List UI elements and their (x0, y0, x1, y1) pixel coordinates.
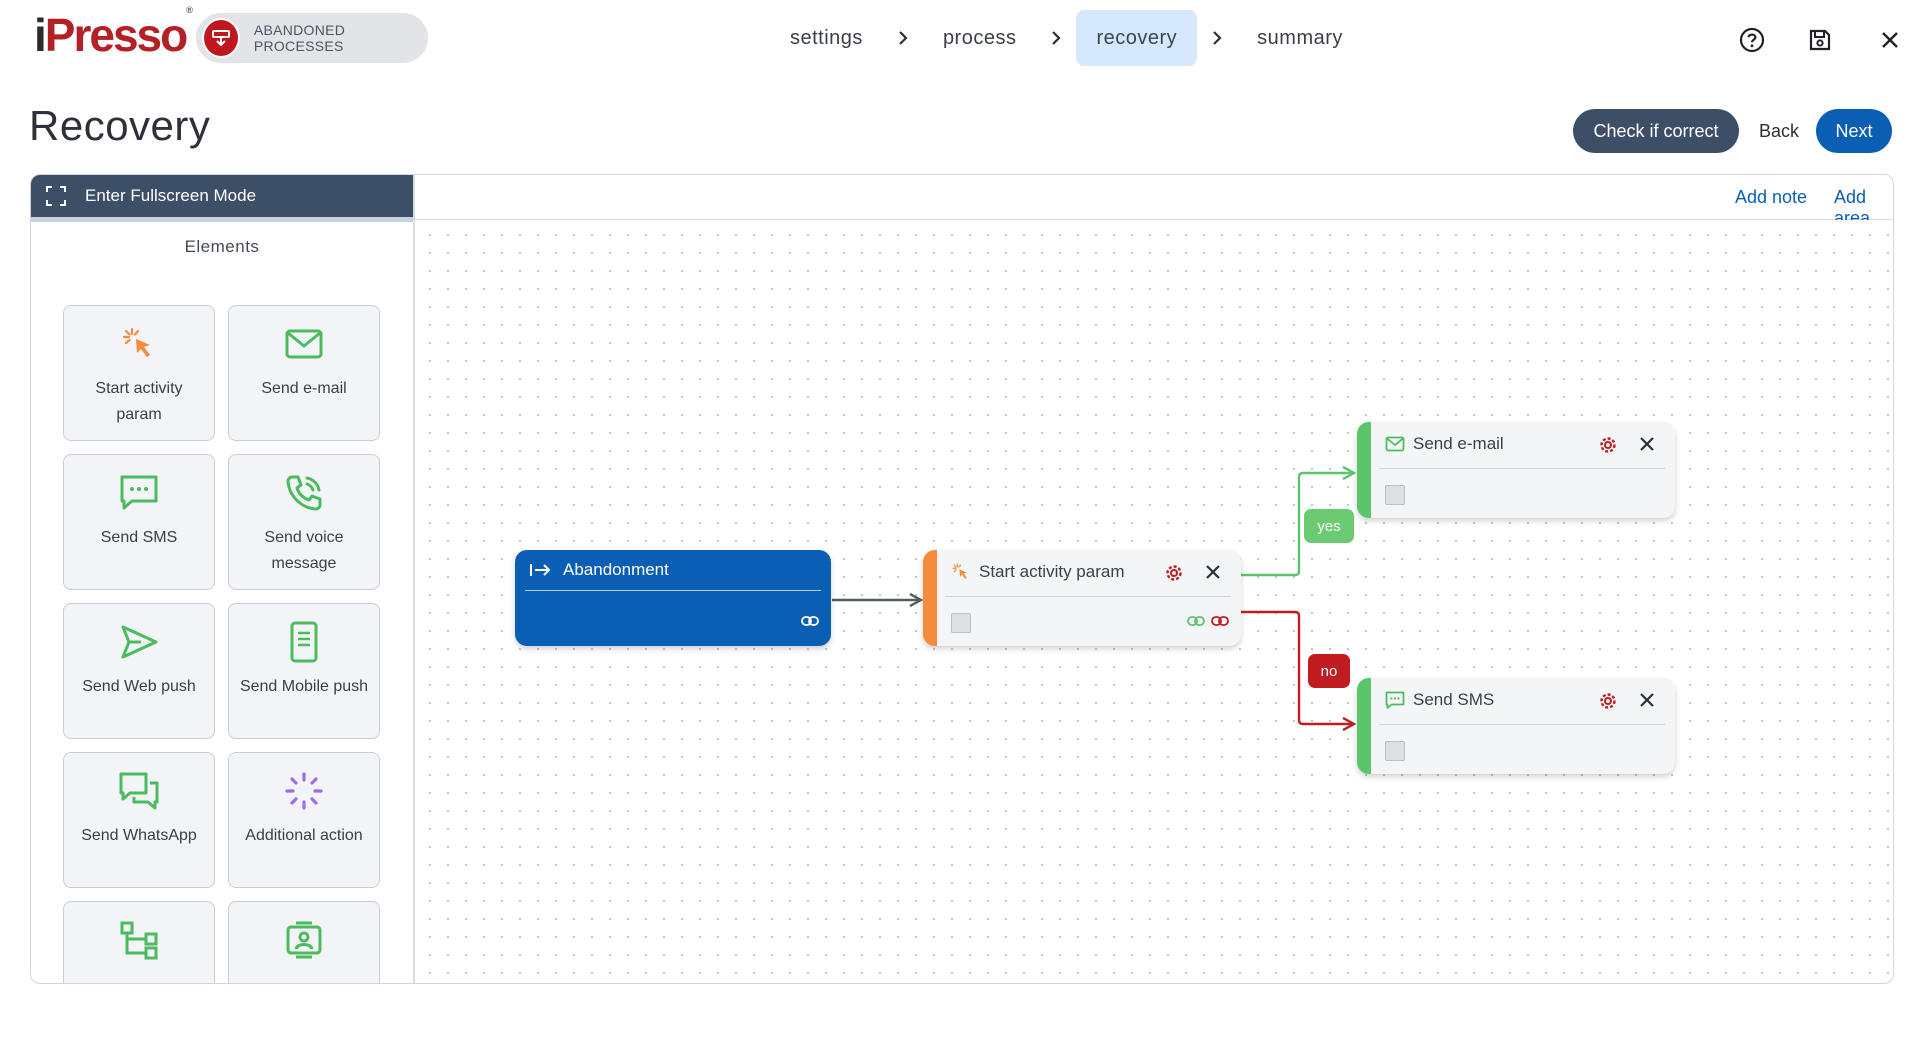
element-send-email[interactable]: Send e-mail (228, 305, 380, 441)
back-button[interactable]: Back (1758, 120, 1800, 141)
divider (945, 596, 1231, 597)
flow-icon (119, 920, 159, 960)
element-label: Additional action (245, 827, 363, 844)
page-title: Recovery (29, 102, 211, 149)
mail-icon (284, 324, 324, 364)
node-checkbox[interactable] (1385, 485, 1405, 505)
process-editor: Enter Fullscreen Mode Elements Start act… (30, 174, 1894, 984)
entry-icon (529, 562, 553, 578)
elements-heading: Elements (184, 237, 260, 256)
next-button[interactable]: Next (1816, 109, 1892, 153)
element-send-mobile-push[interactable]: Send Mobile push (228, 603, 380, 739)
gear-icon[interactable] (1597, 690, 1619, 717)
close-icon[interactable] (1639, 436, 1655, 457)
element-send-voice-message[interactable]: Send voice message (228, 454, 380, 590)
divider (525, 590, 821, 591)
save-icon[interactable] (1806, 26, 1834, 54)
step-summary[interactable]: summary (1257, 27, 1343, 49)
fullscreen-icon (45, 185, 67, 207)
chevron-right-icon (1197, 30, 1237, 46)
element-label: Send voice message (264, 529, 344, 572)
element-send-web-push[interactable]: Send Web push (63, 603, 215, 739)
element-label: Send WhatsApp (81, 827, 197, 844)
step-process[interactable]: process (942, 27, 1017, 49)
element-additional-action[interactable]: Additional action (228, 752, 380, 888)
cursor-click-icon (120, 324, 158, 364)
edge-no (1227, 610, 1353, 724)
element-label: Send SMS (100, 529, 178, 546)
chevron-right-icon (1036, 30, 1076, 46)
sms-icon (1385, 691, 1405, 710)
node-title: Send SMS (1413, 690, 1495, 709)
elements-grid: Start activity param Send e-mail (63, 305, 380, 983)
contact-icon (284, 920, 324, 960)
help-icon[interactable] (1738, 26, 1766, 54)
add-note-link[interactable]: Add note (1735, 187, 1808, 207)
node-checkbox[interactable] (951, 613, 971, 633)
chat-icon (118, 771, 160, 811)
elements-sidebar: Enter Fullscreen Mode Elements Start act… (31, 175, 415, 983)
check-if-correct-button[interactable]: Check if correct (1573, 109, 1739, 153)
element-label: Send Mobile push (239, 678, 369, 695)
mobile-icon (289, 621, 319, 663)
node-title: Start activity param (979, 562, 1125, 581)
send-sms-node[interactable]: Send SMS (1357, 678, 1675, 774)
module-label: ABANDONED PROCESSES (253, 22, 346, 54)
link-icon[interactable] (801, 614, 819, 632)
element-label: Send e-mail (261, 380, 347, 397)
start-activity-param-node[interactable]: Start activity param (923, 550, 1241, 646)
connection-lines (832, 220, 1893, 983)
process-canvas[interactable]: Abandonment Start activity param (415, 220, 1893, 983)
gear-icon[interactable] (1163, 562, 1185, 589)
edge-label-yes[interactable]: yes (1304, 509, 1354, 543)
phone-icon (284, 473, 324, 513)
node-ports (1187, 614, 1229, 632)
element-label: Start activity param (95, 380, 183, 423)
wizard-steps: settings process recovery summary (770, 10, 1363, 66)
element-contact[interactable] (228, 901, 380, 983)
element-send-whatsapp[interactable]: Send WhatsApp (63, 752, 215, 888)
sms-icon (119, 473, 159, 513)
divider (1379, 468, 1665, 469)
ipresso-logo: iPresso® (34, 4, 193, 61)
divider (1379, 724, 1665, 725)
gear-icon[interactable] (1597, 434, 1619, 461)
element-label: Send Web push (82, 678, 196, 695)
link-yes-icon[interactable] (1187, 614, 1205, 632)
enter-fullscreen-button[interactable]: Enter Fullscreen Mode (31, 175, 413, 222)
edge-yes (1227, 473, 1353, 577)
canvas-toolbar: Add note Add area (415, 175, 1893, 228)
link-no-icon[interactable] (1211, 614, 1229, 632)
fullscreen-label: Enter Fullscreen Mode (85, 186, 257, 205)
edge-label-no[interactable]: no (1308, 654, 1350, 688)
node-title: Abandonment (563, 560, 669, 579)
send-email-node[interactable]: Send e-mail (1357, 422, 1675, 518)
element-flow[interactable] (63, 901, 215, 983)
cursor-click-icon (951, 562, 971, 582)
node-title: Send e-mail (1413, 434, 1504, 453)
sparkle-icon (284, 771, 324, 811)
node-checkbox[interactable] (1385, 741, 1405, 761)
send-icon (119, 622, 159, 662)
element-start-activity-param[interactable]: Start activity param (63, 305, 215, 441)
mail-icon (1385, 436, 1405, 452)
close-icon[interactable] (1205, 564, 1221, 585)
step-recovery[interactable]: recovery (1076, 10, 1198, 66)
module-badge: ABANDONED PROCESSES (196, 13, 428, 63)
close-icon[interactable] (1639, 692, 1655, 713)
abandonment-trigger-node[interactable]: Abandonment (515, 550, 831, 646)
step-settings[interactable]: settings (790, 27, 863, 49)
element-send-sms[interactable]: Send SMS (63, 454, 215, 590)
chevron-right-icon (883, 30, 923, 46)
abandoned-cart-icon (202, 18, 240, 58)
close-icon[interactable] (1876, 26, 1904, 54)
